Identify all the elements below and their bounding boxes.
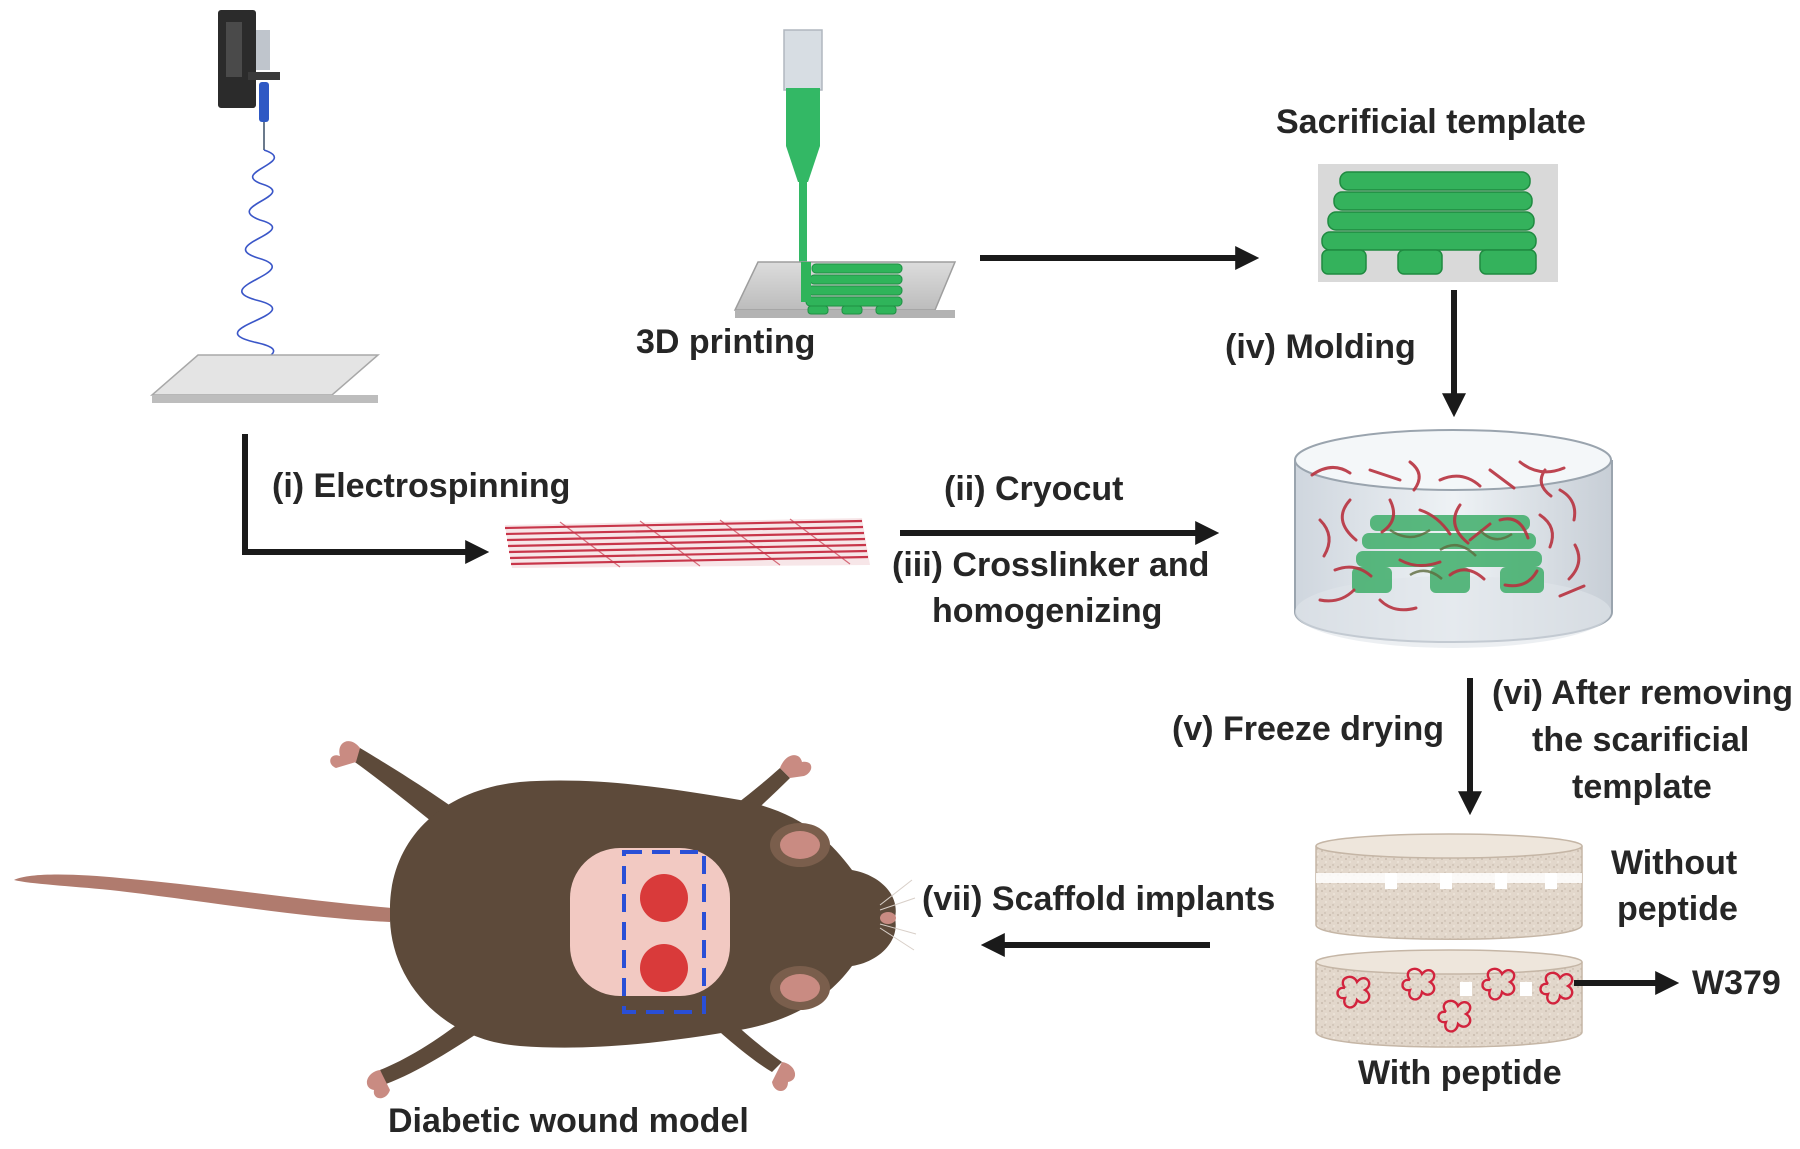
collector-plate-icon [149, 354, 381, 396]
wound-icon [640, 874, 688, 922]
label-diabetic-wound-model: Diabetic wound model [388, 1102, 749, 1140]
wound-icon [640, 944, 688, 992]
label-3d-printing: 3D printing [636, 323, 816, 361]
label-freeze-drying: (v) Freeze drying [1172, 710, 1445, 748]
syringe-icon [259, 82, 269, 122]
label-scaffold-implants: (vii) Scaffold implants [922, 880, 1276, 918]
electrospun-mat-icon [504, 518, 870, 568]
fiber-jet-spiral-icon [231, 149, 313, 390]
label-crosslinker-line2: homogenizing [932, 592, 1163, 630]
label-with-peptide: With peptide [1358, 1054, 1562, 1092]
label-without-line2: peptide [1617, 890, 1738, 928]
peptide-icon [1336, 967, 1574, 1033]
mouse-icon [14, 741, 917, 1099]
label-removing-line2: the scarificial [1532, 721, 1750, 759]
label-cryocut: (ii) Cryocut [944, 470, 1124, 508]
3d-printer-icon [733, 29, 957, 318]
electrospinning-apparatus-icon [149, 10, 381, 403]
label-w379: W379 [1692, 964, 1781, 1002]
arrow-electrospinning [242, 434, 490, 564]
label-without-line1: Without [1611, 844, 1738, 882]
wound-selection-box [622, 850, 706, 1014]
label-electrospinning: (i) Electrospinning [272, 467, 571, 505]
sacrificial-template-icon [1318, 164, 1558, 282]
scaffold-with-peptide-icon [1315, 949, 1583, 1048]
label-crosslinker-line1: (iii) Crosslinker and [892, 546, 1210, 584]
label-molding: (iv) Molding [1225, 328, 1416, 366]
wound-skin-patch [570, 848, 730, 996]
label-sacrificial-template: Sacrificial template [1276, 103, 1586, 141]
flow-arrows [242, 246, 1680, 995]
molding-dish-icon [1294, 429, 1613, 648]
label-removing-line3: template [1572, 768, 1712, 806]
scaffold-without-peptide-icon [1315, 833, 1583, 940]
label-removing-line1: (vi) After removing [1492, 674, 1794, 712]
